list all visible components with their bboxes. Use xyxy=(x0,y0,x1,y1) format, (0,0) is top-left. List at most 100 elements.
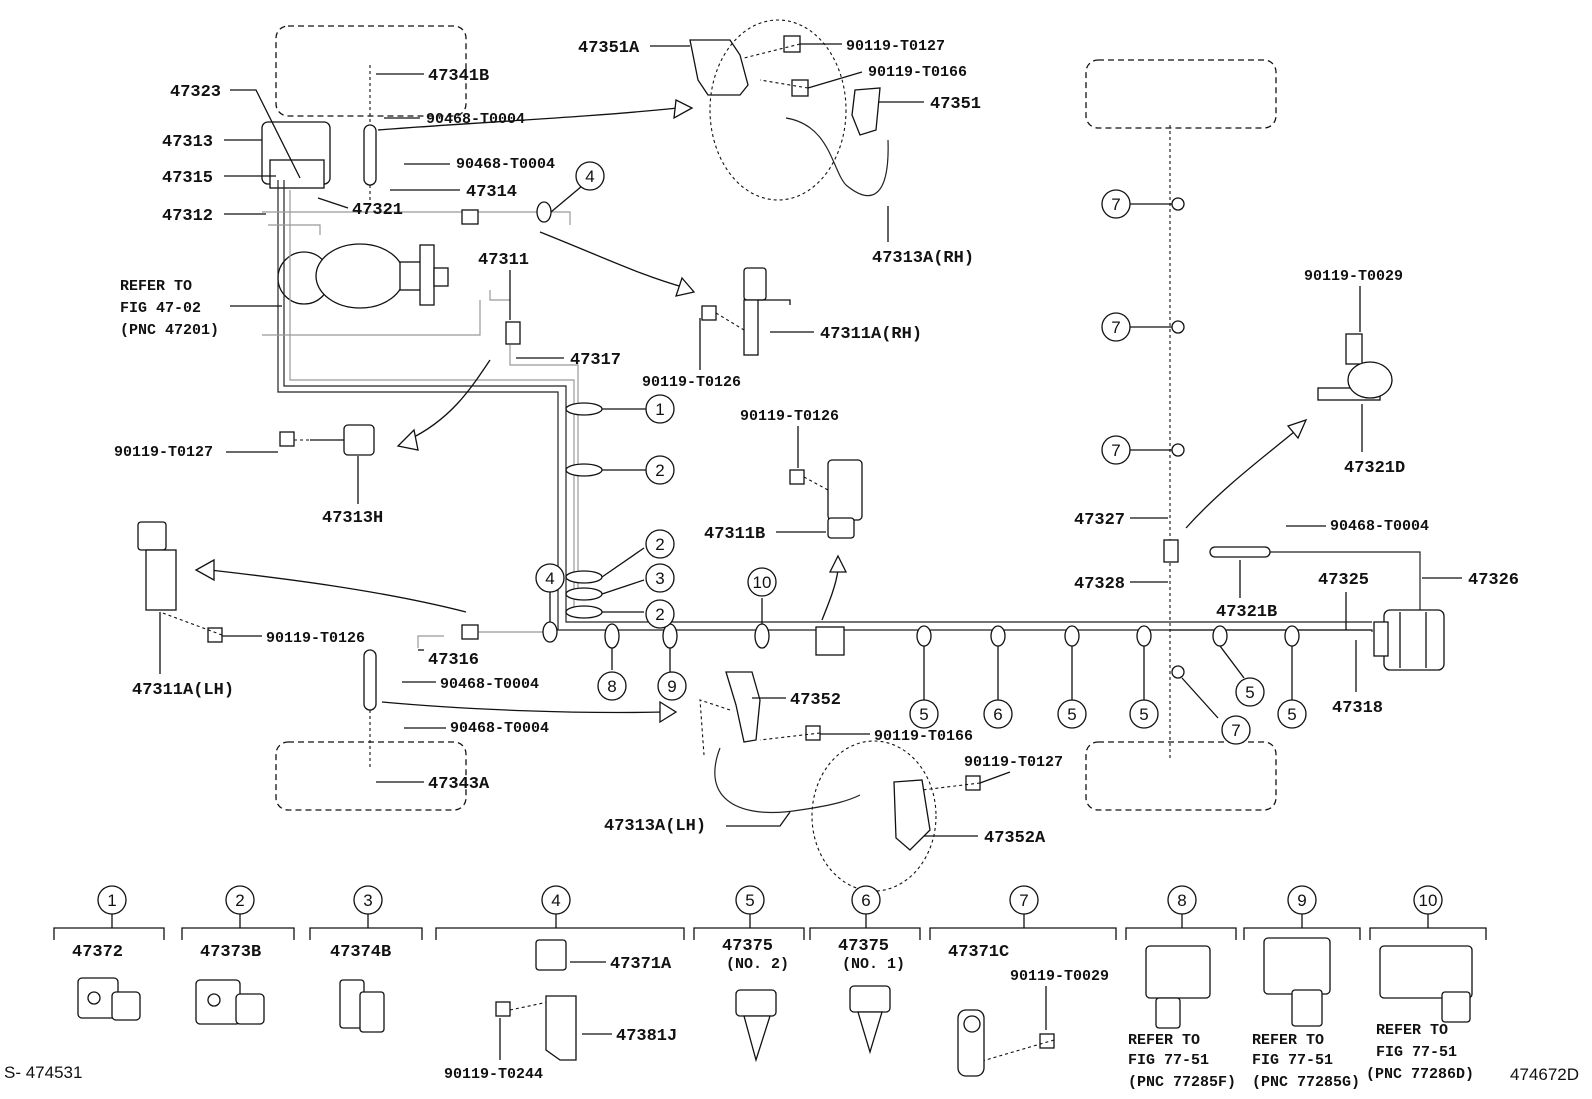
legend-1-part: 47372 xyxy=(72,943,123,962)
detail-ellipse-rh xyxy=(709,19,847,201)
detail-ellipse-lh xyxy=(811,740,937,892)
label-47311: 47311 xyxy=(478,251,529,270)
clip-ovals xyxy=(536,197,1300,679)
svg-text:4: 4 xyxy=(585,167,594,186)
clip-dot-7c xyxy=(1171,443,1185,457)
legend-6-sub: (NO. 1) xyxy=(842,956,905,973)
label-47323: 47323 xyxy=(170,83,221,102)
clip-dot-7d xyxy=(1171,665,1185,679)
valve-47311A-lh xyxy=(137,521,177,611)
clip-oval-2b xyxy=(565,570,603,584)
callout-4-upper: 4 xyxy=(575,161,605,191)
svg-text:6: 6 xyxy=(861,891,870,910)
callout-1: 1 xyxy=(645,394,675,424)
legend-num-8: 8 xyxy=(1167,885,1197,915)
rear-valve-unit xyxy=(1373,609,1445,671)
clip-oval-10 xyxy=(754,623,770,649)
callout-5c: 5 xyxy=(1129,699,1159,729)
label-47311B: 47311B xyxy=(704,525,765,544)
clip-oval-5d xyxy=(1212,625,1228,647)
legend-10-line2: FIG 77-51 xyxy=(1376,1044,1457,1061)
legend-clip-2 xyxy=(195,979,265,1025)
svg-text:5: 5 xyxy=(1067,705,1076,724)
label-47341B: 47341B xyxy=(428,67,489,86)
legend-3-part: 47374B xyxy=(330,943,391,962)
callout-5a: 5 xyxy=(909,699,939,729)
valve-47311A-rh xyxy=(743,267,791,356)
legend-5-sub: (NO. 2) xyxy=(726,956,789,973)
callout-6: 6 xyxy=(983,699,1013,729)
clip-oval-2a xyxy=(565,463,603,477)
legend: 1 2 3 4 5 6 7 8 9 10 47372 47373B 47374B… xyxy=(53,885,1487,1091)
svg-text:3: 3 xyxy=(363,891,372,910)
label-47321: 47321 xyxy=(352,201,403,220)
label-47314: 47314 xyxy=(466,183,517,202)
three-way-47316 xyxy=(461,624,479,640)
refer-main-line2: FIG 47-02 xyxy=(120,300,201,317)
label-47313: 47313 xyxy=(162,133,213,152)
label-90119-T0126-b: 90119-T0126 xyxy=(740,408,839,425)
callout-7c: 7 xyxy=(1101,435,1131,465)
legend-8-line1: REFER TO xyxy=(1128,1032,1200,1049)
label-47321B: 47321B xyxy=(1216,603,1277,622)
clip-oval-8 xyxy=(604,623,620,649)
label-47321D: 47321D xyxy=(1344,459,1405,478)
legend-4-part-a: 47371A xyxy=(610,955,672,974)
legend-9-line1: REFER TO xyxy=(1252,1032,1324,1049)
svg-text:1: 1 xyxy=(107,891,116,910)
label-47313H: 47313H xyxy=(322,509,383,528)
footer-right: 474672D xyxy=(1510,1065,1579,1084)
bracket-47352 xyxy=(725,671,761,743)
bracket-47311B xyxy=(827,459,863,539)
ref-box-top-left xyxy=(275,25,467,117)
label-90468-T0004-c: 90468-T0004 xyxy=(1330,518,1429,535)
legend-clip-10 xyxy=(1379,945,1473,1023)
svg-text:9: 9 xyxy=(1297,891,1306,910)
callout-7b: 7 xyxy=(1101,312,1131,342)
legend-9-line2: FIG 77-51 xyxy=(1252,1052,1333,1069)
clip-oval-5b xyxy=(1064,625,1080,647)
legend-2-part: 47373B xyxy=(200,943,261,962)
footer-left: S- 474531 xyxy=(4,1063,82,1082)
label-90119-T0127-b: 90119-T0127 xyxy=(114,444,213,461)
svg-text:7: 7 xyxy=(1111,441,1120,460)
svg-text:4: 4 xyxy=(551,891,560,910)
label-47352A: 47352A xyxy=(984,829,1046,848)
callout-5b: 5 xyxy=(1057,699,1087,729)
label-90119-T0166-a: 90119-T0166 xyxy=(868,64,967,81)
three-way-47311 xyxy=(505,321,521,345)
svg-text:5: 5 xyxy=(1139,705,1148,724)
label-47326: 47326 xyxy=(1468,571,1519,590)
ref-box-bottom-right xyxy=(1085,741,1277,811)
three-way-47327 xyxy=(1163,539,1179,563)
label-47311A-rh: 47311A(RH) xyxy=(820,325,922,344)
svg-text:9: 9 xyxy=(667,677,676,696)
svg-text:2: 2 xyxy=(655,605,664,624)
svg-text:2: 2 xyxy=(655,535,664,554)
label-47311A-lh: 47311A(LH) xyxy=(132,681,234,700)
callout-7d: 7 xyxy=(1221,715,1251,745)
label-47313A-lh: 47313A(LH) xyxy=(604,817,706,836)
hose-47313A-rh xyxy=(785,117,889,197)
legend-clip-4 xyxy=(535,939,577,1061)
label-47328: 47328 xyxy=(1074,575,1125,594)
legend-num-5: 5 xyxy=(735,885,765,915)
label-47343A: 47343A xyxy=(428,775,490,794)
ref-box-top-right xyxy=(1085,59,1277,129)
legend-num-10: 10 xyxy=(1413,885,1443,915)
legend-4-part-b: 47381J xyxy=(616,1027,677,1046)
label-47327: 47327 xyxy=(1074,511,1125,530)
clip-oval-2c xyxy=(565,605,603,619)
label-47325: 47325 xyxy=(1318,571,1369,590)
part-labels: 47351A 90119-T0127 90119-T0166 47351 473… xyxy=(114,38,1519,848)
svg-text:7: 7 xyxy=(1231,721,1240,740)
label-47351A: 47351A xyxy=(578,39,640,58)
legend-6-part: 47375 xyxy=(838,937,889,956)
arrows xyxy=(194,99,1308,724)
callout-8: 8 xyxy=(597,671,627,701)
legend-num-4: 4 xyxy=(541,885,571,915)
clip-oval-6 xyxy=(990,625,1006,647)
svg-text:5: 5 xyxy=(1287,705,1296,724)
label-90119-T0126-c: 90119-T0126 xyxy=(266,630,365,647)
